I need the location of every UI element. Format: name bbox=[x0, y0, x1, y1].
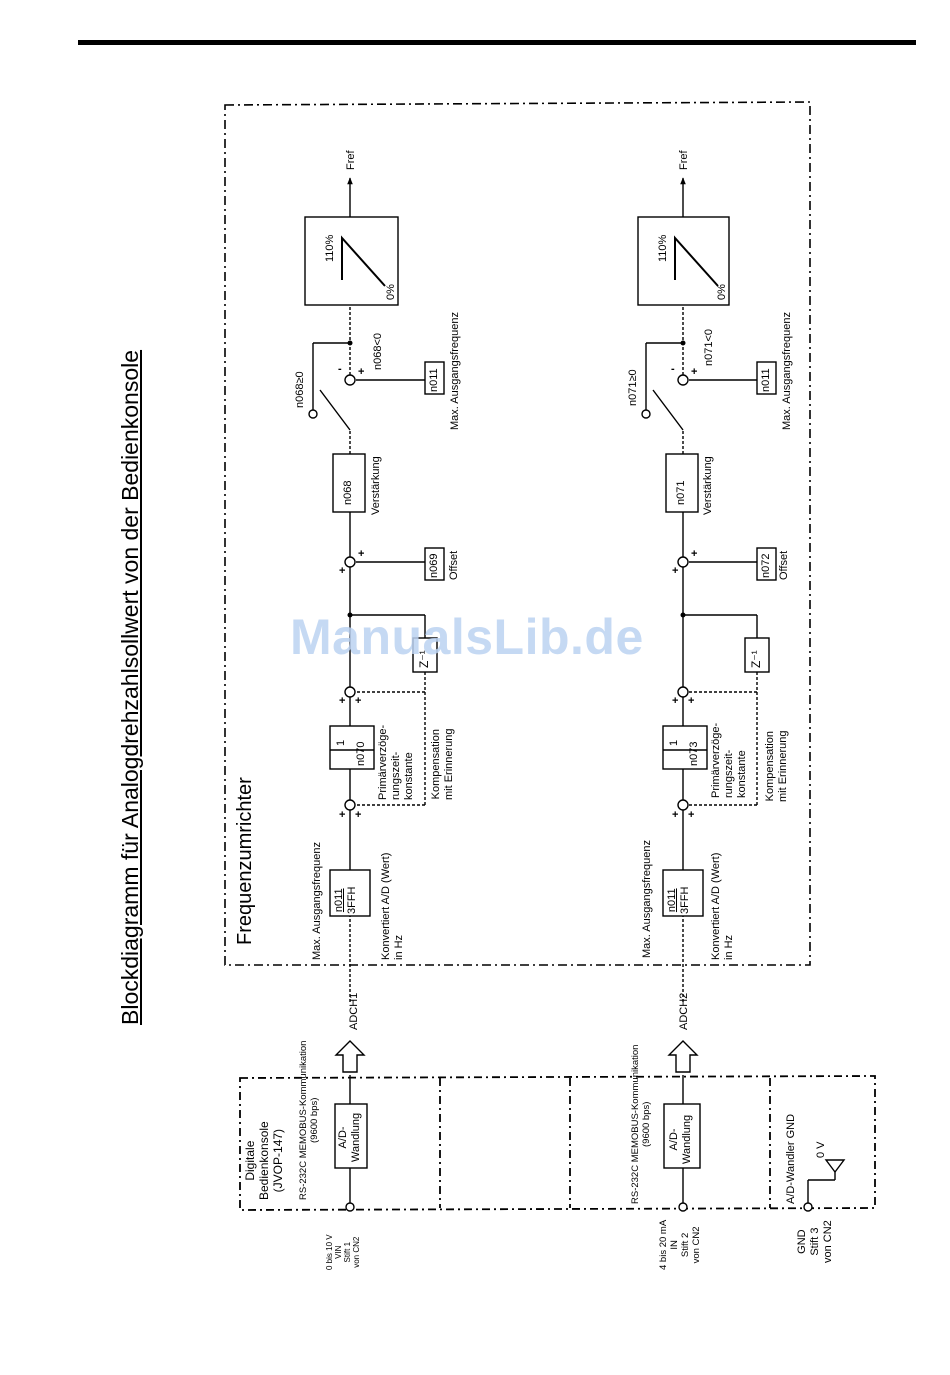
gnd-terminal-label: GND Stift 3 von CN2 bbox=[796, 1220, 834, 1263]
inverter-label: Frequenzumrichter bbox=[234, 777, 256, 945]
ad-converter-2-label: A/D- Wandlung bbox=[668, 1114, 693, 1164]
svg-text:+: + bbox=[691, 366, 697, 378]
channel1-dots bbox=[347, 340, 353, 618]
ch2-filter-label: Primärverzöge- rungszeit- konstante bbox=[710, 722, 748, 798]
ch1-maxfreq-top: Max. Ausgangsfrequenz bbox=[311, 841, 323, 960]
ch2-output-label: Fref bbox=[678, 150, 690, 170]
ch1-conv-param: n011 3FFH bbox=[333, 886, 358, 915]
ad-converter-1-label: A/D- Wandlung bbox=[337, 1112, 362, 1162]
svg-text:+: + bbox=[339, 695, 345, 707]
adch1-label: ADCH1 bbox=[348, 992, 360, 1030]
sum-signs: + + + + + + + - + + + + + + + - bbox=[338, 363, 697, 821]
svg-text:+: + bbox=[339, 565, 345, 577]
svg-text:+: + bbox=[691, 548, 697, 560]
ch1-filter-param: n070 bbox=[355, 741, 367, 766]
channel2-signal-path bbox=[645, 177, 758, 1205]
ch2-offset-label: Offset bbox=[778, 550, 790, 580]
ch2-offset-param: n072 bbox=[760, 553, 772, 578]
adch2-label: ADCH2 bbox=[678, 992, 690, 1030]
comm1-label: RS-232C MEMOBUS-Kommunikation (9600 bps) bbox=[298, 1040, 320, 1200]
ch1-output-label: Fref bbox=[345, 150, 357, 170]
ch2-conv-param: n011 3FFH bbox=[666, 886, 691, 915]
ch1-offset-param: n069 bbox=[428, 553, 440, 578]
svg-text:+: + bbox=[358, 548, 364, 560]
ch2-gain-label: Verstärkung bbox=[702, 456, 714, 515]
vin-terminal-label: 0 bis 10 V VIN Stift 1 von CN2 bbox=[325, 1234, 361, 1270]
ch1-comp-label: Kompensation mit Erinnerung bbox=[430, 728, 455, 800]
ch1-filter-num: 1 bbox=[335, 739, 347, 746]
ch2-switch-pos: n071≥0 bbox=[627, 369, 639, 406]
ch2-limit-label: Max. Ausgangsfrequenz bbox=[781, 311, 793, 430]
watermark: ManualsLib.de bbox=[290, 609, 644, 665]
console-name: Digitale Bedienkonsole (JVOP-147) bbox=[243, 1121, 285, 1200]
ch1-filter-label: Primärverzöge- rungszeit- konstante bbox=[377, 724, 415, 800]
limiter-curve-2 bbox=[674, 235, 719, 287]
iin-terminal-label: 4 bis 20 mA IN Stift 2 von CN2 bbox=[658, 1219, 702, 1270]
ad-gnd-label: A/D-Wandler GND bbox=[785, 1113, 797, 1204]
ground-path bbox=[803, 1159, 846, 1212]
ch2-limit-param: n011 bbox=[760, 368, 772, 392]
ch2-filter-num: 1 bbox=[668, 739, 680, 746]
svg-text:+: + bbox=[672, 565, 678, 577]
ch1-offset-label: Offset bbox=[448, 550, 460, 580]
comm2-label: RS-232C MEMOBUS-Kommunikation (9600 bps) bbox=[630, 1044, 652, 1204]
ad-converter-2 bbox=[663, 1103, 701, 1169]
channel1-signal-path bbox=[312, 177, 426, 1205]
svg-text:+: + bbox=[688, 695, 694, 707]
ch1-gain-label: Verstärkung bbox=[370, 456, 382, 515]
ch2-limiter-top: 110% bbox=[657, 234, 669, 262]
svg-text:+: + bbox=[672, 695, 678, 707]
ch1-conv-label: Konvertiert A/D (Wert) in Hz bbox=[380, 852, 405, 960]
inverter-boundary bbox=[224, 101, 811, 966]
zero-volt-label: 0 V bbox=[815, 1141, 827, 1158]
ch2-comp-label: Kompensation mit Erinnerung bbox=[764, 730, 789, 802]
header-rule bbox=[78, 40, 916, 45]
svg-text:+: + bbox=[355, 695, 361, 707]
ch2-filter-param: n073 bbox=[688, 741, 700, 766]
ch2-maxfreq-top: Max. Ausgangsfrequenz bbox=[641, 839, 653, 958]
svg-text:+: + bbox=[358, 366, 364, 378]
svg-text:+: + bbox=[355, 809, 361, 821]
ch2-gain-param: n071 bbox=[675, 480, 687, 505]
ad-converter-1 bbox=[334, 1103, 368, 1169]
ch1-switch-pos: n068≥0 bbox=[294, 371, 306, 408]
ch2-conv-label: Konvertiert A/D (Wert) in Hz bbox=[710, 852, 735, 960]
ch2-delay: Z⁻¹ bbox=[749, 650, 763, 668]
ch1-gain-param: n068 bbox=[342, 480, 354, 505]
svg-text:-: - bbox=[338, 363, 342, 375]
console-boundary bbox=[239, 1075, 876, 1211]
ch1-limit-param: n011 bbox=[428, 368, 440, 392]
svg-text:+: + bbox=[339, 809, 345, 821]
comm-arrow-1 bbox=[334, 1040, 366, 1073]
ch1-limit-label: Max. Ausgangsfrequenz bbox=[449, 311, 461, 430]
ch1-switch-neg: n068<0 bbox=[372, 332, 384, 370]
channel2-dots bbox=[680, 340, 686, 618]
svg-text:+: + bbox=[688, 809, 694, 821]
ch1-limiter-bottom: 0% bbox=[385, 284, 397, 300]
svg-text:+: + bbox=[672, 809, 678, 821]
comm-arrow-2 bbox=[667, 1040, 699, 1073]
svg-text:-: - bbox=[671, 363, 675, 375]
ch1-limiter-top: 110% bbox=[324, 234, 336, 262]
ch2-limiter-bottom: 0% bbox=[716, 284, 728, 300]
limiter-curve-1 bbox=[341, 235, 386, 287]
page-title: Blockdiagramm für Analogdrehzahlsollwert… bbox=[117, 349, 143, 1025]
channel1-blocks bbox=[304, 216, 445, 1212]
ch2-switch-neg: n071<0 bbox=[703, 328, 715, 366]
channel2-blocks bbox=[637, 216, 777, 1212]
